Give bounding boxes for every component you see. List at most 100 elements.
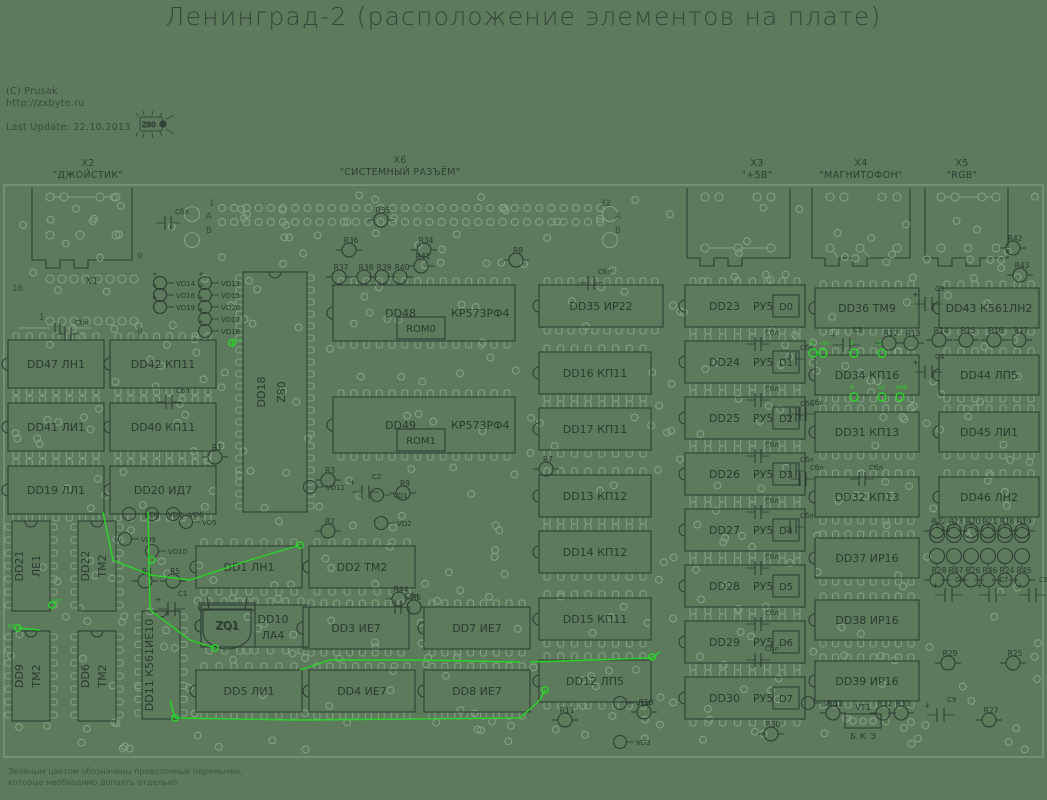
svg-text:+: +	[912, 290, 919, 299]
chip-dd8	[417, 669, 531, 713]
svg-text:РУ5: РУ5	[753, 636, 773, 649]
chip-dd49	[326, 396, 516, 454]
capacitor-сбл	[56, 327, 80, 341]
svg-text:VD19: VD19	[176, 304, 195, 312]
resistor-r15	[953, 332, 979, 348]
site-url[interactable]: http://zxbyte.ru	[6, 98, 85, 109]
svg-text:DD13 КП12: DD13 КП12	[563, 490, 628, 503]
capacitor-c7	[979, 588, 1006, 602]
diode-vd10	[144, 543, 166, 559]
svg-text:+: +	[198, 294, 204, 302]
capacitor-сбл	[746, 505, 770, 519]
chip-dd16	[532, 351, 652, 395]
header-mark: 9	[137, 252, 143, 262]
svg-text:SC: SC	[809, 341, 816, 347]
svg-text:VD16: VD16	[176, 292, 196, 300]
svg-text:DD43 К561ЛН2: DD43 К561ЛН2	[946, 302, 1033, 315]
svg-text:VD7: VD7	[168, 511, 183, 519]
svg-text:DD37 ИР16: DD37 ИР16	[835, 552, 898, 565]
chip-dd45	[932, 411, 1040, 453]
svg-text:DD49: DD49	[385, 419, 416, 432]
svg-text:DD48: DD48	[385, 307, 416, 320]
capacitor-сбл	[791, 472, 815, 486]
capacitor-c1	[158, 602, 185, 616]
capacitor-сбл	[746, 653, 770, 667]
svg-text:R: R	[850, 385, 854, 391]
svg-text:R10: R10	[639, 698, 654, 707]
chip-dd6	[77, 630, 117, 722]
svg-text:Сбл: Сбл	[800, 400, 814, 408]
svg-text:D0: D0	[779, 302, 793, 313]
svg-text:РУ5: РУ5	[753, 692, 773, 705]
svg-text:ЛА4: ЛА4	[262, 629, 285, 642]
svg-text:R30: R30	[766, 720, 781, 729]
chip-dd23	[678, 284, 806, 328]
svg-text:R24: R24	[1000, 566, 1015, 575]
capacitor-c6	[1019, 588, 1046, 602]
svg-text:+: +	[198, 270, 204, 278]
chip-dd29	[678, 620, 806, 664]
connector-label-x4: X4"МАГНИТОФОН"	[791, 158, 931, 181]
diode-vd15	[197, 287, 219, 303]
svg-text:RST: RST	[232, 339, 243, 345]
svg-text:R35: R35	[376, 206, 391, 215]
svg-text:DD31 КП13: DD31 КП13	[835, 426, 900, 439]
svg-text:DD17 КП11: DD17 КП11	[563, 423, 628, 436]
header-mark: B	[615, 226, 622, 236]
jumper-wire-0	[231, 341, 234, 346]
resistor-r7	[533, 461, 559, 477]
resistor-r9	[390, 485, 416, 501]
svg-text:DD28: DD28	[709, 580, 740, 593]
svg-text:Сбл: Сбл	[405, 592, 419, 600]
svg-text:R37: R37	[334, 263, 349, 272]
svg-text:+: +	[198, 282, 204, 290]
svg-text:DD14 КП12: DD14 КП12	[563, 546, 628, 559]
svg-text:+: +	[152, 270, 158, 278]
svg-text:РУ5: РУ5	[753, 524, 773, 537]
svg-text:+5V: +5V	[819, 341, 830, 347]
svg-text:DD8 ИЕ7: DD8 ИЕ7	[452, 685, 502, 698]
svg-text:VD18: VD18	[221, 328, 240, 336]
connector-id: X4	[854, 158, 868, 169]
svg-text:DD40 КП11: DD40 КП11	[131, 421, 196, 434]
diode-vd17	[197, 311, 219, 327]
resistor-r34	[411, 242, 437, 258]
chip-zq1	[194, 604, 256, 648]
svg-text:C7: C7	[999, 576, 1008, 584]
svg-text:R25: R25	[1008, 649, 1023, 658]
svg-text:DD25: DD25	[709, 412, 740, 425]
svg-text:R36: R36	[344, 236, 359, 245]
svg-text:Сбл: Сбл	[869, 464, 883, 472]
svg-text:R15: R15	[961, 326, 976, 335]
chip-dd48	[326, 284, 516, 342]
svg-text:DD11 К561ИЕ10: DD11 К561ИЕ10	[143, 619, 156, 711]
header-mark: 16	[12, 284, 24, 294]
svg-text:C3: C3	[935, 285, 944, 293]
svg-text:DD42 КП11: DD42 КП11	[131, 358, 196, 371]
svg-text:R18: R18	[1000, 517, 1015, 526]
chip-dd38	[808, 599, 920, 641]
svg-text:R28: R28	[932, 566, 947, 575]
resistor-r27	[976, 712, 1002, 728]
svg-text:DD47 ЛН1: DD47 ЛН1	[27, 358, 85, 371]
resistor-r36	[336, 242, 362, 258]
capacitor-сбл	[746, 337, 770, 351]
svg-text:R46: R46	[983, 566, 998, 575]
svg-text:C2: C2	[372, 473, 381, 481]
diode-vd5	[178, 514, 200, 530]
svg-text:Z80: Z80	[142, 121, 156, 129]
svg-text:DD5 ЛИ1: DD5 ЛИ1	[224, 685, 275, 698]
chip-dd30	[678, 676, 806, 720]
svg-text:VD8: VD8	[145, 511, 160, 519]
svg-text:R3: R3	[325, 466, 335, 475]
capacitor-c9	[927, 708, 954, 722]
svg-text:Сбл: Сбл	[765, 609, 779, 617]
capacitor-c4	[915, 365, 942, 379]
svg-text:ZQ1: ZQ1	[215, 619, 238, 632]
svg-text:DD32 КП13: DD32 КП13	[835, 491, 900, 504]
chip-dd17	[532, 407, 652, 451]
svg-text:R31: R31	[828, 699, 843, 708]
svg-text:ТМ2: ТМ2	[96, 554, 109, 578]
svg-text:VD3: VD3	[636, 739, 651, 747]
chip-dd37	[808, 537, 920, 579]
